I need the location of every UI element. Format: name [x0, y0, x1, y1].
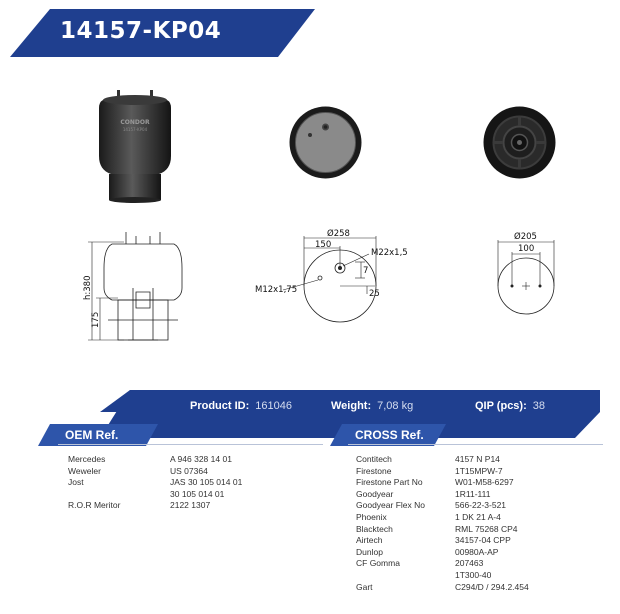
cross-brand: CF Gomma	[356, 558, 400, 569]
product-title: 14157-KP04	[60, 18, 222, 44]
thread-side-label: M12x1,75	[255, 285, 297, 295]
cross-reference: 1R11-111	[455, 488, 491, 499]
cross-reference: C294/D / 294.2.454	[455, 581, 529, 592]
cross-brand: Airtech	[356, 535, 383, 546]
cross-reference: 1 DK 21 A-4	[455, 512, 501, 522]
oem-brand: Mercedes	[68, 454, 106, 464]
height-label: h:380	[83, 276, 93, 300]
cross-reference: 4157 N P14	[455, 454, 500, 464]
cross-brand: Goodyear Flex No	[356, 500, 425, 511]
top-view-drawing: Ø258 150 M22x1,5 M12x1,75 7 25	[255, 228, 408, 323]
lower-height-label: 175	[91, 312, 101, 328]
cross-brand: Firestone Part No	[356, 477, 423, 488]
diameter-bottom-label: Ø205	[514, 231, 537, 242]
oem-brand: Jost	[68, 477, 84, 488]
cross-reference: 566-22-3-521	[455, 500, 507, 511]
title-banner	[10, 9, 315, 57]
cross-reference: 00980A-AP	[455, 546, 499, 557]
cross-reference: 207463	[455, 558, 484, 569]
cross-reference: RML 75268 CP4	[455, 523, 518, 534]
dim-25-label: 25	[369, 289, 380, 299]
cross-divider	[348, 444, 603, 445]
air-spring-bottom-photo	[483, 106, 556, 179]
product-id: Product ID:161046	[190, 400, 292, 412]
oem-reference: A 946 328 14 01	[170, 454, 232, 464]
oem-ref-tab	[38, 424, 158, 446]
small-dim-label: 7	[363, 266, 368, 276]
cross-brand: Gart	[356, 581, 373, 592]
cross-brand: Dunlop	[356, 546, 383, 557]
offset-label: 150	[315, 240, 331, 250]
side-elevation-drawing: h:380 175	[83, 232, 183, 341]
product-logo: CONDOR	[120, 119, 150, 126]
weight: Weight:7,08 kg	[331, 400, 414, 412]
oem-reference: 2122 1307	[170, 500, 211, 511]
oem-reference: US 07364	[170, 465, 208, 476]
cross-ref-tab	[330, 424, 446, 446]
oem-reference: 30 105 014 01	[170, 488, 225, 499]
thread-main-label: M22x1,5	[371, 248, 408, 258]
air-spring-side-photo: CONDOR 14157-KP04	[99, 90, 171, 203]
info-bar	[100, 390, 600, 438]
bottom-view-drawing: Ø205 100	[497, 231, 555, 315]
oem-brand: Weweler	[68, 465, 101, 476]
cross-ref-title: CROSS Ref.	[355, 428, 424, 442]
cross-brand: Firestone	[356, 465, 392, 476]
cross-reference: 1T15MPW-7	[455, 465, 503, 476]
bottom-spacing-label: 100	[518, 244, 534, 254]
svg-text:14157-KP04: 14157-KP04	[123, 127, 148, 132]
cross-brand: Blacktech	[356, 523, 393, 534]
qip: QIP (pcs):38	[475, 400, 546, 412]
oem-ref-title: OEM Ref.	[65, 428, 119, 442]
oem-divider	[58, 444, 323, 445]
diameter-top-label: Ø258	[327, 228, 350, 239]
cross-reference: 1T300-40	[455, 570, 492, 580]
oem-brand: R.O.R Meritor	[68, 500, 121, 511]
oem-reference: JAS 30 105 014 01	[170, 477, 243, 488]
cross-reference: 34157-04 CPP	[455, 535, 511, 546]
cross-brand: Phoenix	[356, 512, 387, 522]
air-spring-top-photo	[289, 106, 362, 179]
cross-reference: W01-M58-6297	[455, 477, 514, 488]
cross-brand: Contitech	[356, 454, 392, 464]
cross-brand: Goodyear	[356, 488, 394, 499]
